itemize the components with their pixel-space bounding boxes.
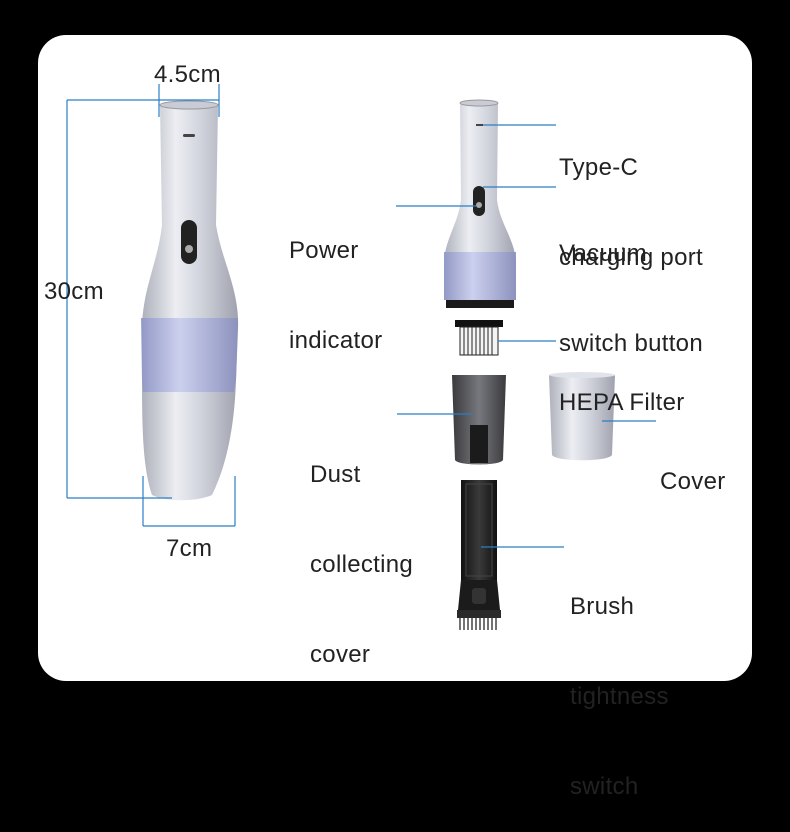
charging-port-icon (183, 134, 195, 137)
switch-button-icon (181, 220, 197, 264)
cover-label: Cover (660, 468, 726, 495)
dimension-lines (66, 84, 236, 527)
hepa-filter-part (455, 320, 503, 356)
dust-collecting-cover-part (452, 375, 506, 465)
vacuum-main-body (444, 99, 516, 308)
product-illustration (66, 84, 656, 630)
leader-lines (396, 124, 656, 548)
height-label: 30cm (44, 278, 104, 305)
type-c-label: Type-C charging port (559, 154, 703, 271)
brush-part (457, 480, 501, 630)
dust-cover-label: Dust collecting cover (310, 461, 414, 668)
vacuum-full-view (141, 100, 239, 501)
cover-part (549, 372, 615, 461)
top-width-label: 4.5cm (154, 61, 221, 88)
vacuum-switch-label: Vacuum switch button (559, 240, 703, 357)
brush-switch-label: Brush tightness switch (570, 593, 669, 800)
power-indicator-label: Power indicator (289, 237, 383, 354)
hepa-filter-label: HEPA Filter (559, 389, 685, 416)
bottom-width-label: 7cm (166, 535, 213, 562)
